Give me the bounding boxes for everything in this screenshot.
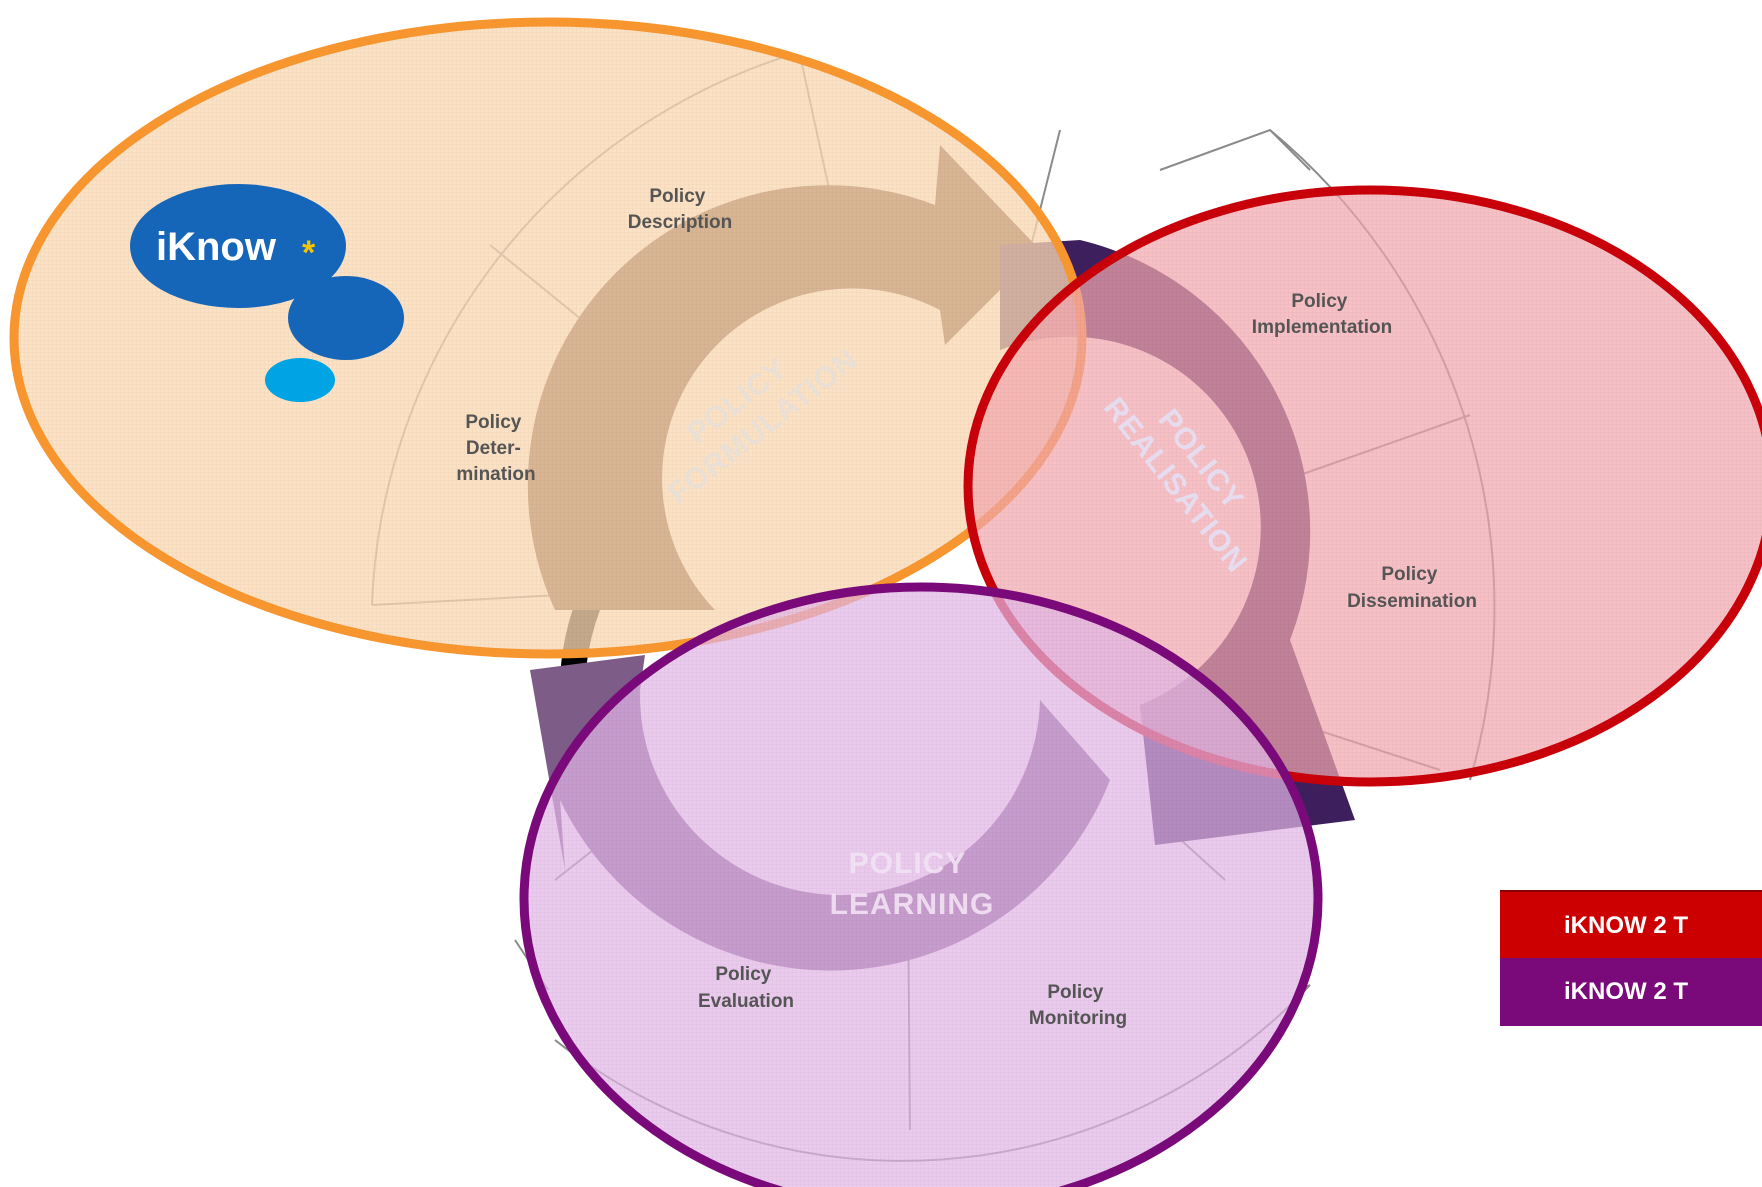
segment-label-evaluation: Policy Evaluation bbox=[698, 964, 794, 1012]
logo-star: * bbox=[302, 234, 316, 272]
segment-label-determination: Policy Deter- mination bbox=[456, 412, 535, 485]
red-ellipse-texture bbox=[972, 194, 1762, 778]
learning-label: POLICY LEARNING bbox=[830, 847, 995, 921]
legend-row-1: iKNOW 2 T bbox=[1500, 890, 1762, 958]
segment-label-implementation: Policy Implementation bbox=[1252, 291, 1392, 338]
wheel-tip-top bbox=[1159, 128, 1311, 171]
segment-label-monitoring: Policy Monitoring bbox=[1029, 982, 1127, 1029]
segment-label-dissemination: Policy Dissemination bbox=[1347, 564, 1477, 612]
logo-bubble-medium bbox=[288, 276, 404, 360]
logo-bubble-large bbox=[130, 184, 346, 308]
legend-label-2: iKNOW 2 T bbox=[1564, 978, 1688, 1005]
orange-ellipse-texture bbox=[18, 26, 1078, 650]
logo-text: iKnow bbox=[156, 225, 277, 269]
segment-label-description: Policy Description bbox=[628, 186, 733, 233]
purple-ellipse-texture bbox=[528, 591, 1314, 1187]
legend-label-1: iKNOW 2 T bbox=[1564, 912, 1688, 939]
logo-bubble-small bbox=[265, 358, 335, 402]
iknow-logo: iKnow * bbox=[130, 184, 404, 402]
legend-row-2: iKNOW 2 T bbox=[1500, 958, 1762, 1026]
